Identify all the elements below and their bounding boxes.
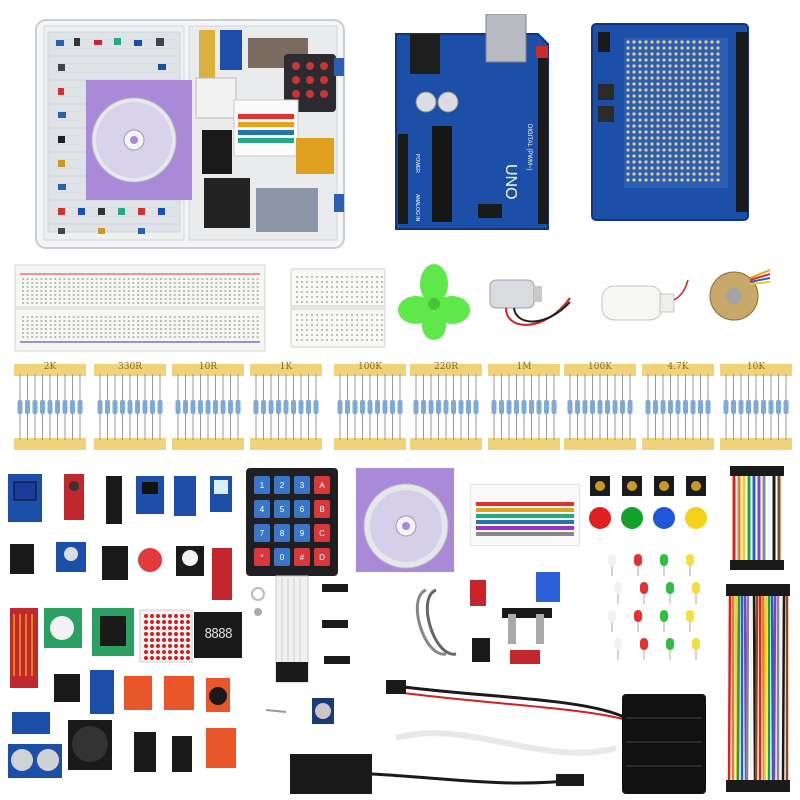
keypad-key (294, 524, 310, 542)
keypad-key (314, 476, 330, 494)
keypad-key-label: 9 (300, 529, 305, 538)
misc-components (246, 568, 716, 800)
keypad-key-label: 2 (280, 481, 285, 490)
keypad-key (274, 500, 290, 518)
fan-propeller (398, 262, 470, 342)
keypad-key-label: D (319, 553, 325, 562)
uno-analog-label: ANALOG IN (414, 194, 420, 222)
keypad-key (314, 524, 330, 542)
resistor-label: 10K (746, 362, 766, 372)
keypad-key (294, 476, 310, 494)
keypad-key (314, 500, 330, 518)
dc-motor (486, 272, 574, 338)
uno-digital-label: DIGITAL (PWM~) (526, 124, 532, 171)
resistor-label: 10R (198, 362, 218, 372)
seven-segment-display: 8888 (194, 612, 242, 658)
led-grid (602, 546, 712, 666)
keypad-key (254, 500, 270, 518)
resistor-tape: 10R (172, 362, 244, 454)
keypad-key (294, 500, 310, 518)
resistor-label: 330R (118, 362, 142, 372)
keypad-key-label: B (319, 505, 324, 514)
keypad-key (274, 548, 290, 566)
resistor-label: 1M (516, 362, 532, 372)
water-pump (594, 276, 690, 332)
seven-segment-digits: 8888 (204, 627, 232, 642)
membrane-keypad: 1 2 3 A 4 5 6 B 7 8 9 C * 0 # D (244, 466, 340, 686)
push-buttons (584, 470, 714, 534)
keypad-key-label: # (300, 553, 305, 562)
resistor-label: 1K (279, 362, 293, 372)
keypad-key-label: * (260, 553, 263, 562)
resistor-tape: 220R (410, 362, 482, 454)
keypad-key-label: 1 (260, 481, 265, 490)
keypad-key-label: C (319, 529, 325, 538)
stepper-motor (704, 262, 774, 332)
resistor-label: 100K (588, 362, 612, 372)
resistor-tape: 2K (14, 362, 86, 454)
keypad-key-label: A (319, 481, 325, 490)
keypad-key-label: 5 (280, 505, 285, 514)
jumper-wires-long (724, 580, 796, 796)
breadboard-full (14, 264, 266, 352)
breadboard-mini (290, 268, 386, 348)
resistor-tape: 1M (488, 362, 560, 454)
resistor-label: 100K (358, 362, 382, 372)
sensor-modules (6, 464, 242, 794)
resistor-color-card (470, 484, 580, 546)
keypad-key (274, 476, 290, 494)
uno-logo-text: UNO (502, 164, 519, 200)
resistor-tape: 10K (720, 362, 792, 454)
resistor-label: 4.7K (667, 362, 689, 372)
keypad-key (314, 548, 330, 566)
jumper-wires-short (724, 464, 794, 574)
keypad-key-label: 8 (280, 529, 285, 538)
keypad-key-label: 6 (300, 505, 305, 514)
storage-case (34, 18, 346, 250)
keypad-key (254, 476, 270, 494)
arduino-uno-board: UNO DIGITAL (PWM~) POWER ANALOG IN (388, 14, 560, 236)
resistor-tape: 330R (94, 362, 166, 454)
keypad-key-label: 0 (280, 553, 285, 562)
keypad-key-label: 7 (260, 529, 265, 538)
resistor-tape: 1K (250, 362, 322, 454)
keypad-key (254, 548, 270, 566)
resistor-tape-row: 2K 330R 10R 1K 100K 220R 1M 100K 4.7K 10… (14, 362, 796, 454)
resistor-label: 220R (434, 362, 458, 372)
resistor-tape: 100K (564, 362, 636, 454)
keypad-key-label: 4 (260, 505, 265, 514)
proto-shield-board (590, 14, 756, 224)
keypad-key (274, 524, 290, 542)
keypad-key (254, 524, 270, 542)
resistor-tape: 4.7K (642, 362, 714, 454)
cd-sleeve (356, 468, 454, 572)
keypad-key (294, 548, 310, 566)
uno-power-label: POWER (414, 154, 420, 173)
keypad-key-label: 3 (300, 481, 305, 490)
resistor-tape: 100K (334, 362, 406, 454)
resistor-label: 2K (43, 362, 57, 372)
